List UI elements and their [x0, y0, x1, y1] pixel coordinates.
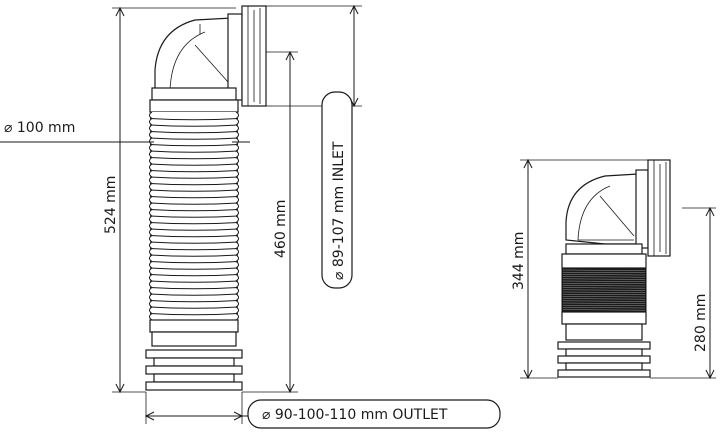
extended-inlet-socket [227, 13, 243, 101]
extended-upper-collar [151, 87, 237, 101]
label-inlet: ⌀ 89-107 mm INLET [331, 141, 347, 280]
label-body-compressed: 280 mm [693, 294, 709, 352]
label-outlet: ⌀ 90-100-110 mm OUTLET [262, 407, 448, 423]
label-pipe-diameter: ⌀ 100 mm [4, 120, 75, 136]
dim-outlet-diameter: ⌀ 90-100-110 mm OUTLET [144, 392, 501, 429]
dim-body-compressed: 280 mm [650, 206, 716, 380]
compressed-outlet-rings [557, 341, 651, 378]
outlet-label-box [247, 399, 501, 429]
label-body-extended: 460 mm [273, 200, 289, 258]
compressed-pipe [557, 159, 671, 378]
dim-inlet-diameter: ⌀ 89-107 mm INLET [272, 4, 362, 289]
extended-pipe [145, 5, 272, 391]
label-total-extended: 524 mm [103, 176, 119, 234]
extended-outlet-rings [145, 349, 243, 391]
label-total-compressed: 344 mm [511, 232, 527, 290]
dim-total-compressed: 344 mm [511, 158, 648, 380]
compressed-elbow [565, 173, 639, 245]
extended-elbow [154, 17, 233, 97]
extended-lower-collar [149, 319, 239, 333]
dim-total-extended: 524 mm [103, 6, 236, 394]
dim-body-extended: 460 mm [242, 50, 298, 394]
dim-pipe-diameter: ⌀ 100 mm [0, 120, 250, 143]
inlet-label-box [321, 91, 353, 289]
compressed-inlet-socket [635, 169, 649, 249]
extended-corrugated-section [149, 111, 239, 321]
